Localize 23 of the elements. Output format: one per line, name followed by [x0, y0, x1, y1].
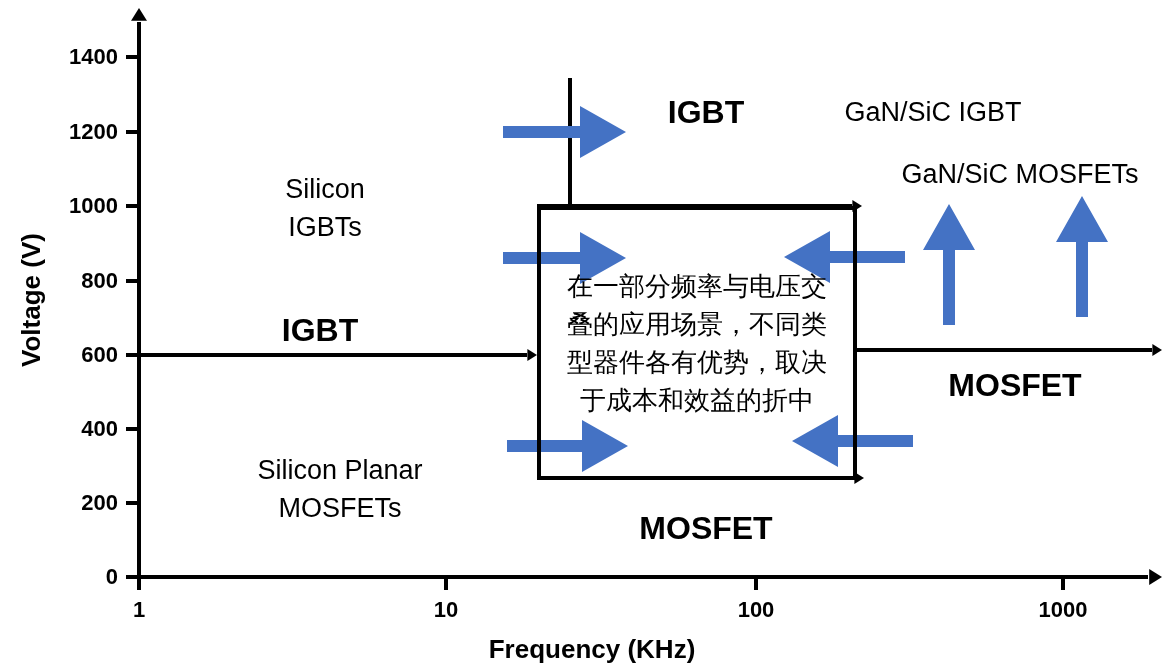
- tick-label: 1000: [1038, 596, 1088, 624]
- region-label: GaN/SiC MOSFETs: [901, 157, 1139, 191]
- overlap-box: 在一部分频率与电压交叠的应用场景，不同类型器件各有优势，取决于成本和效益的折中: [537, 206, 857, 480]
- tick-label: 1200: [69, 118, 118, 146]
- tick-label: 200: [81, 489, 118, 517]
- tick-label: 0: [105, 563, 118, 591]
- tick-label: 1400: [69, 43, 118, 71]
- tick-label: 10: [433, 596, 459, 624]
- region-label: MOSFET: [948, 365, 1082, 405]
- region-label: IGBT: [667, 92, 745, 132]
- axis-title: Voltage (V): [16, 233, 48, 367]
- tick-label: 1000: [69, 192, 118, 220]
- tick-label: 400: [81, 415, 118, 443]
- region-label: Silicon Planar MOSFETs: [256, 454, 424, 525]
- region-label: MOSFET: [639, 508, 773, 548]
- axis-title: Frequency (KHz): [488, 634, 696, 666]
- tick-label: 100: [737, 596, 775, 624]
- tick-label: 800: [81, 267, 118, 295]
- region-label: GaN/SiC IGBT: [844, 95, 1022, 129]
- region-label: IGBT: [281, 310, 359, 350]
- tick-label: 1: [132, 596, 146, 624]
- tick-label: 600: [81, 341, 118, 369]
- region-label: Silicon IGBTs: [284, 173, 366, 244]
